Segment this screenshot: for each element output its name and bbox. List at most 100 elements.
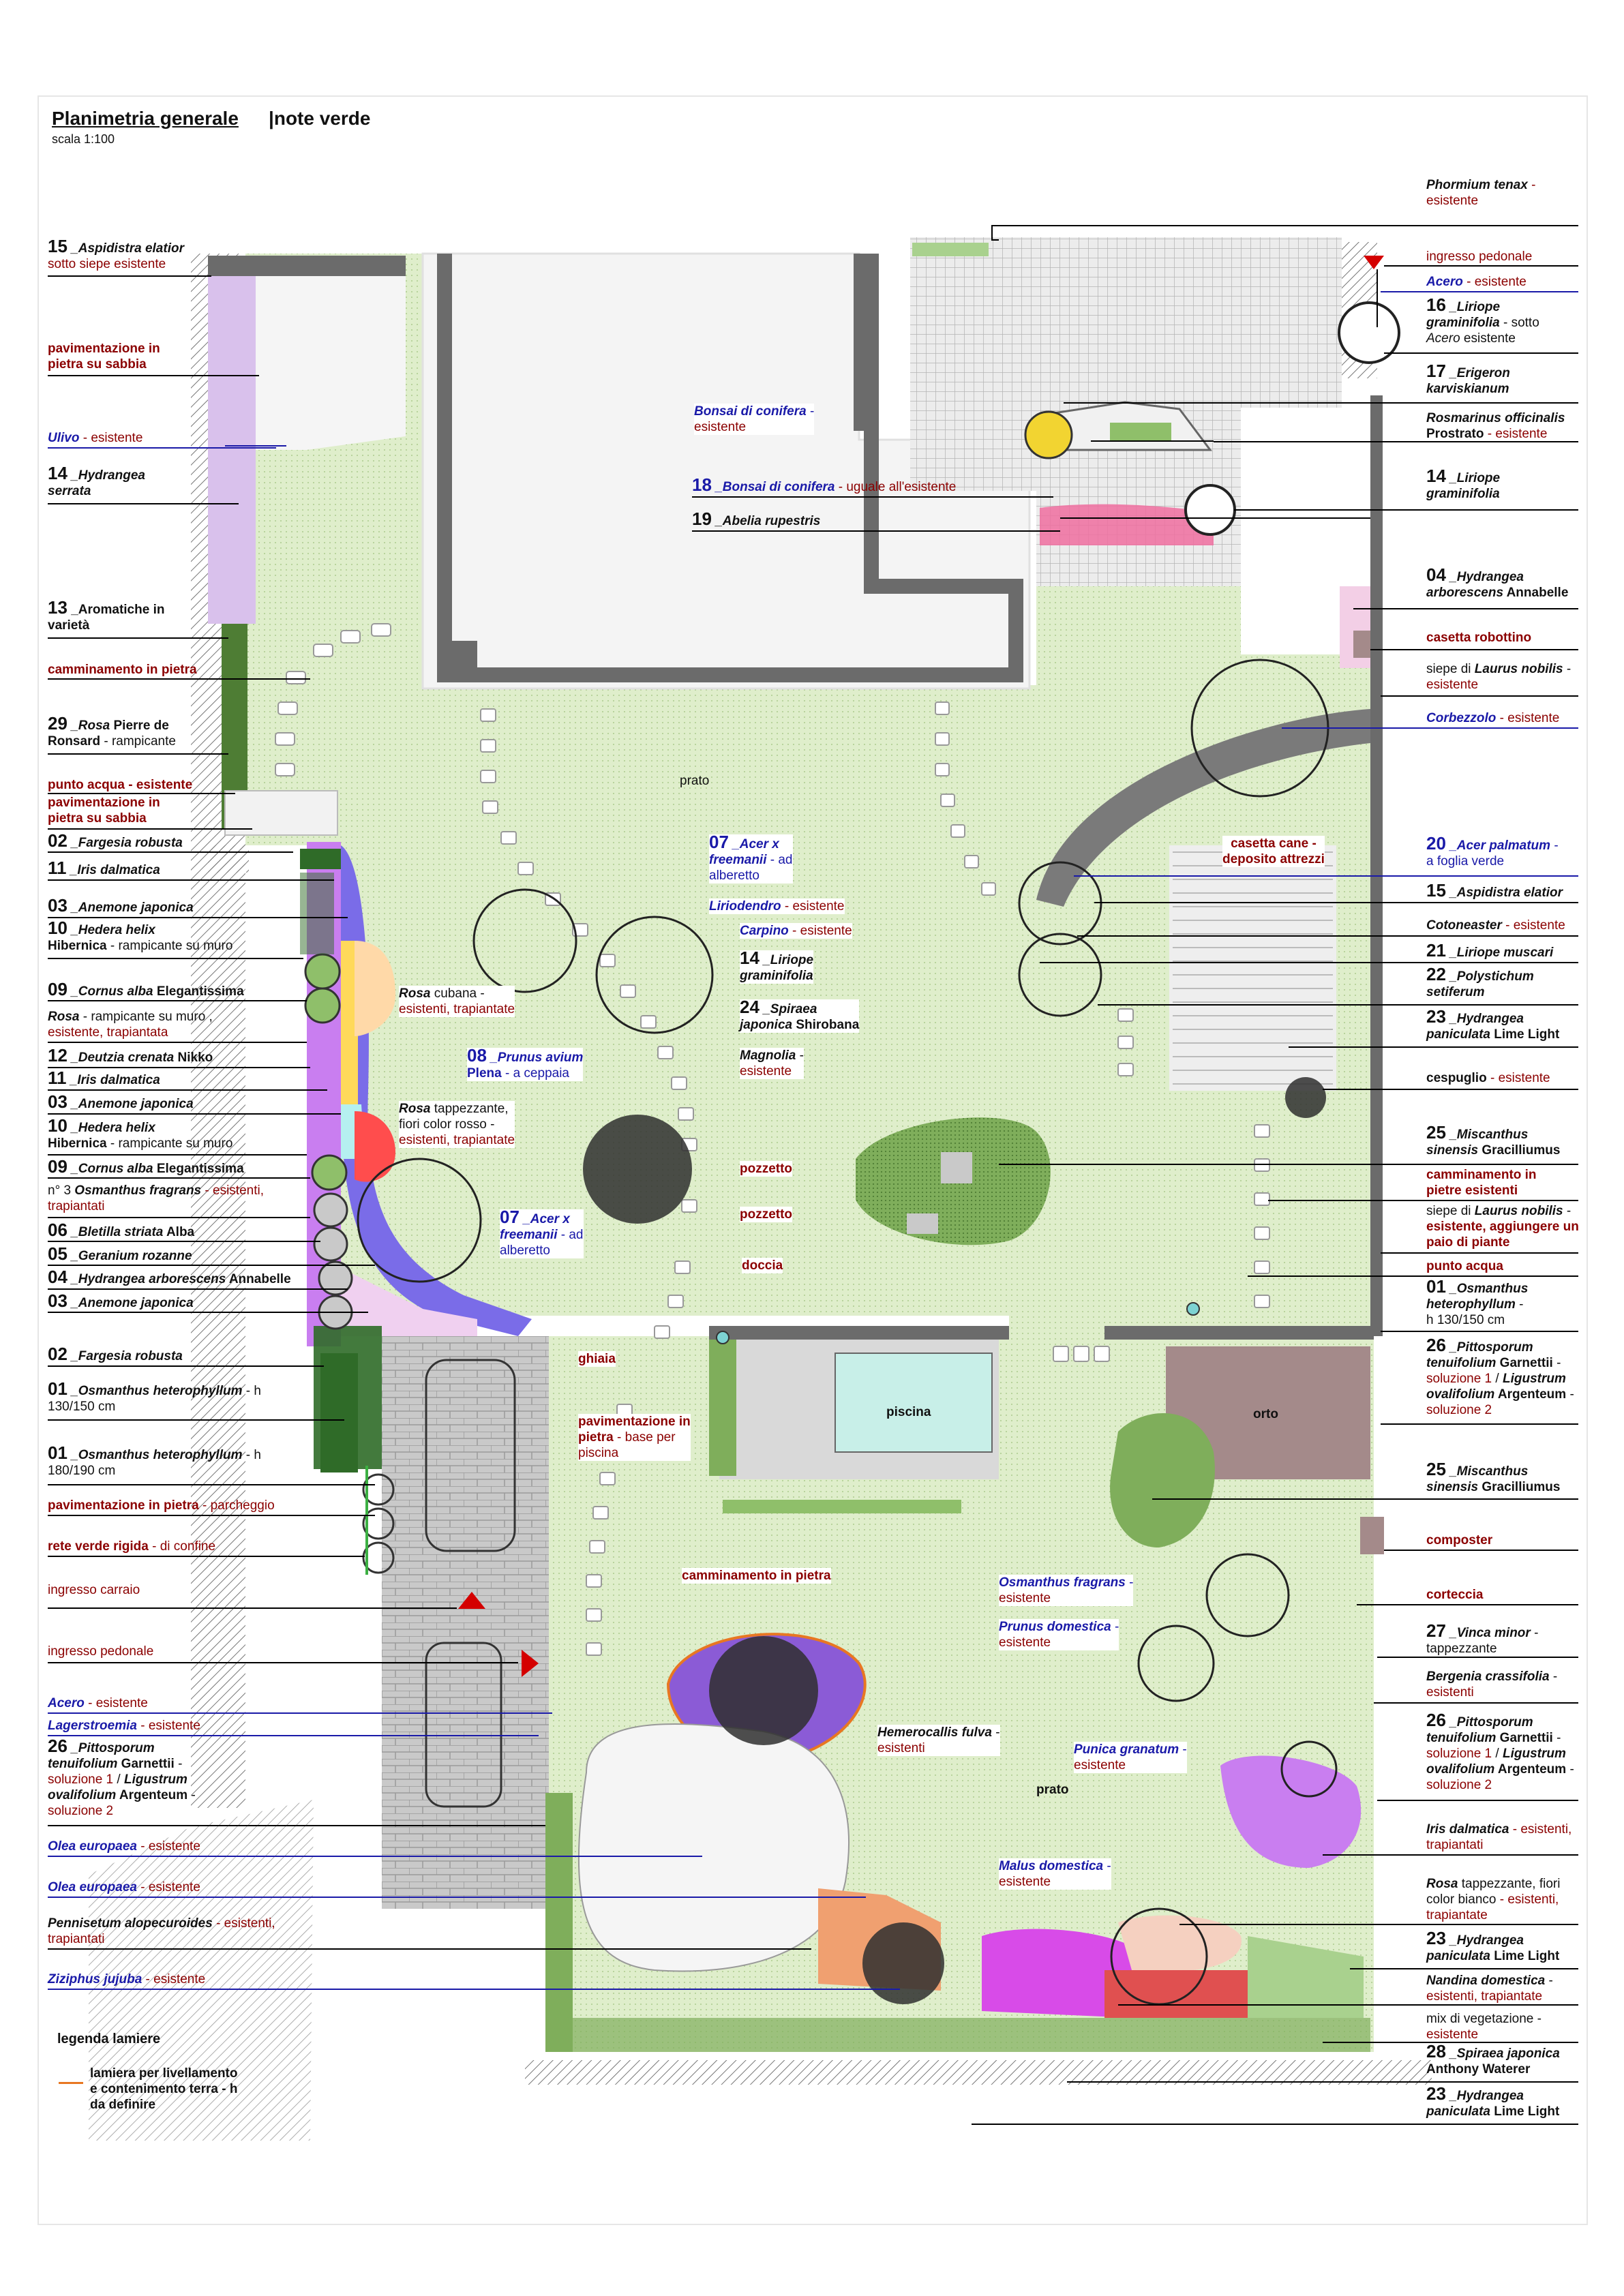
paving-water-point xyxy=(224,790,338,836)
boundary-sw xyxy=(89,1800,314,2141)
label-prunus-domestica: Prunus domestica - esistente xyxy=(999,1619,1119,1650)
doccia xyxy=(716,1331,730,1344)
page-section: |note verde xyxy=(269,108,371,129)
nandina-bed xyxy=(982,1929,1139,2018)
right-label-7: 14 _Liriope graminifolia xyxy=(1426,466,1501,501)
right-label-36: 28 _Spiraea japonica Anthony Waterer xyxy=(1426,2041,1560,2076)
paving-olive xyxy=(577,1723,849,1972)
acero-ne xyxy=(1338,301,1400,364)
right-label-24: 26 _Pittosporum tenuifolium Garnettii - … xyxy=(1426,1335,1574,1417)
right-label-33: 23 _Hydrangea paniculata Lime Light xyxy=(1426,1928,1560,1963)
label-casetta-cane: casetta cane - deposito attrezzi xyxy=(1222,836,1325,867)
right-label-31: Iris dalmatica - esistenti, trapiantati xyxy=(1426,1822,1572,1852)
label-bonsai: Bonsai di conifera - esistente xyxy=(694,404,815,435)
left-label-35: 26 _Pittosporum tenuifolium Garnettii - … xyxy=(48,1736,196,1818)
parking-paving xyxy=(382,1336,549,1909)
left-label-21: n° 3 Osmanthus fragrans - esistenti, tra… xyxy=(48,1183,264,1213)
mix-vegetazione xyxy=(1248,1936,1364,2018)
right-label-1: Phormium tenax - esistente xyxy=(1426,178,1536,208)
label-pavimentazione-piscina: pavimentazione in pietra - base per pisc… xyxy=(578,1414,691,1461)
left-label-7: 29 _Rosa Pierre de Ronsard - rampicante xyxy=(48,713,176,749)
left-label-25: 03 _Anemone japonica xyxy=(48,1290,194,1311)
right-label-37: 23 _Hydrangea paniculata Lime Light xyxy=(1426,2083,1560,2119)
casetta-cane-deck xyxy=(1169,845,1336,1091)
stepping-stones xyxy=(275,623,1270,1656)
label-prato-north: prato xyxy=(680,774,710,788)
left-label-12: 03 _Anemone japonica xyxy=(48,895,194,916)
left-label-33: Acero - esistente xyxy=(48,1696,148,1710)
right-label-3: Acero - esistente xyxy=(1426,275,1527,289)
right-label-8: 04 _Hydrangea arborescens Annabelle xyxy=(1426,564,1569,600)
ingresso-carraio-arrow xyxy=(458,1592,485,1609)
label-ghiaia: ghiaia xyxy=(578,1351,616,1367)
left-label-11: 11 _Iris dalmatica xyxy=(48,858,160,878)
label-orto: orto xyxy=(1253,1407,1278,1421)
label-doccia: doccia xyxy=(742,1258,783,1273)
right-label-22: punto acqua xyxy=(1426,1259,1503,1273)
left-label-14: 09 _Cornus alba Elegantissima xyxy=(48,979,244,999)
page-title: Planimetria generale xyxy=(52,108,239,129)
left-label-6: camminamento in pietra xyxy=(48,663,197,677)
acer-07-b-tree xyxy=(357,1158,482,1283)
left-label-39: Ziziphus jujuba - esistente xyxy=(48,1972,206,1987)
label-pozzetto-1: pozzetto xyxy=(740,1161,793,1177)
right-label-32: Rosa tappezzante, fiori color bianco - e… xyxy=(1426,1877,1561,1922)
right-label-25: 25 _Miscanthus sinensis Gracilliumus xyxy=(1426,1459,1561,1494)
left-label-17: 11 _Iris dalmatica xyxy=(48,1068,160,1088)
left-label-1: 15 _Aspidistra elatior sotto siepe esist… xyxy=(48,236,184,271)
punto-acqua xyxy=(1186,1302,1200,1316)
label-acer-07-a: 07 _Acer x freemanii - ad alberetto xyxy=(709,832,793,883)
paving-nw xyxy=(256,276,406,450)
right-label-10: siepe di Laurus nobilis - esistente xyxy=(1426,662,1572,692)
carpino-tree xyxy=(1018,861,1102,946)
hydrangea-serrata-bed xyxy=(208,276,256,624)
right-label-16: 22 _Polystichum setiferum xyxy=(1426,964,1534,999)
left-label-22: 06 _Bletilla striata Alba xyxy=(48,1220,195,1240)
left-label-13: 10 _Hedera helix Hibernica - rampicante … xyxy=(48,918,233,953)
label-camminamento: camminamento in pietra xyxy=(682,1568,831,1584)
right-label-29: Bergenia crassifolia - esistenti xyxy=(1426,1670,1558,1700)
cornus-09-b xyxy=(304,987,341,1024)
iris-bed xyxy=(1220,1755,1362,1868)
label-osmanthus-fragrans: Osmanthus fragrans - esistente xyxy=(999,1575,1134,1606)
right-label-2: ingresso pedonale xyxy=(1426,250,1533,264)
ingresso-pedonale-arrow xyxy=(522,1650,539,1677)
page-scale: scala 1:100 xyxy=(52,132,115,146)
left-label-20: 09 _Cornus alba Elegantissima xyxy=(48,1156,244,1177)
left-label-31: ingresso carraio xyxy=(48,1583,140,1597)
composter xyxy=(1360,1517,1384,1554)
boundary-wall-south xyxy=(525,2060,1432,2085)
right-label-17: 23 _Hydrangea paniculata Lime Light xyxy=(1426,1006,1560,1042)
right-label-27: corteccia xyxy=(1426,1588,1484,1602)
fargesia-bamboo-south xyxy=(320,1353,358,1472)
right-label-13: 15 _Aspidistra elatior xyxy=(1426,880,1563,901)
spiraea-24-ring xyxy=(1018,933,1102,1017)
label-spiraea-24: 24 _Spiraea japonica Shirobana xyxy=(740,997,860,1033)
left-label-26: 02 _Fargesia robusta xyxy=(48,1344,183,1364)
right-label-6: Rosmarinus officinalis Prostrato - esist… xyxy=(1426,411,1565,441)
left-label-24: 04 _Hydrangea arborescens Annabelle xyxy=(48,1267,291,1287)
left-label-28: 01 _Osmanthus heterophyllum - h 180/190 … xyxy=(48,1442,261,1478)
right-label-9: casetta robottino xyxy=(1426,631,1532,645)
punica-tree xyxy=(1280,1740,1338,1798)
left-label-37: Olea europaea - esistente xyxy=(48,1880,200,1894)
east-wall xyxy=(1370,395,1383,1336)
hemerocallis-tree-canopy xyxy=(709,1636,818,1745)
right-label-4: 16 _Liriope graminifolia - sotto Acero e… xyxy=(1426,294,1539,346)
ingresso-pedonale-ne-arrow xyxy=(1364,256,1384,269)
left-label-27: 01 _Osmanthus heterophyllum - h 130/150 … xyxy=(48,1378,261,1414)
drawing-frame xyxy=(37,95,1588,2225)
legend-title: legenda lamiere xyxy=(57,2031,161,2046)
osmanthus-fragrans-tree xyxy=(1205,1553,1290,1637)
ghiaia-strip xyxy=(709,1340,736,1476)
label-hemerocallis: Hemerocallis fulva - esistenti xyxy=(877,1725,1000,1756)
label-carpino: Carpino - esistente xyxy=(740,923,852,939)
curved-path xyxy=(1036,709,1370,907)
label-liriope-14-plan: 14 _Liriope graminifolia xyxy=(740,948,814,984)
left-label-5: 13 _Aromatiche in varietà xyxy=(48,597,165,633)
prunus-domestica-tree xyxy=(1137,1625,1215,1702)
legend-lamiere: legenda lamiere lamiera per livellamento… xyxy=(44,2026,323,2130)
